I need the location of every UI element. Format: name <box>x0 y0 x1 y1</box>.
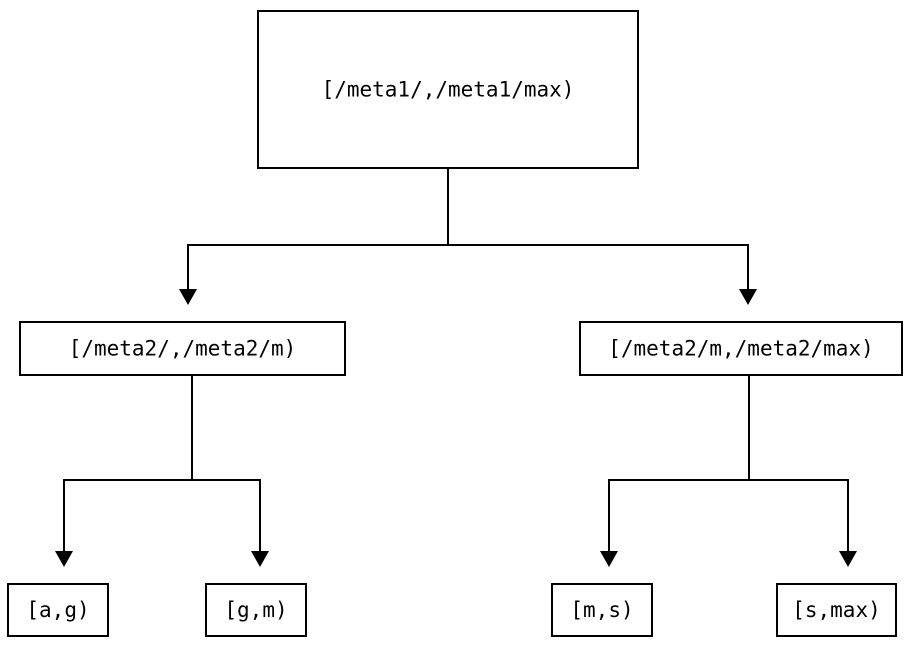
edge-midright-leaf-ms-arrowhead-icon <box>600 551 618 567</box>
edge-root-mid-left-arrowhead-icon <box>179 289 197 305</box>
node-root-box[interactable] <box>256 9 640 170</box>
edge-midright-leaf-ms-path <box>607 375 751 551</box>
node-mid-right-label: [/meta2/m,/meta2/max) <box>608 337 874 361</box>
edge-midleft-leaf-gm-path <box>190 375 262 551</box>
node-leaf-m-s-label: [m,s) <box>570 598 633 622</box>
edge-midright-leaf-smax-arrowhead-icon <box>839 551 857 567</box>
edge-root-mid-right-arrowhead-icon <box>739 289 757 305</box>
edge-midright-leaf-smax-path <box>747 375 850 551</box>
edge-midleft-leaf-gm <box>190 375 269 567</box>
node-leaf-a-g-box[interactable] <box>6 582 110 638</box>
node-leaf-a-g-label: [a,g) <box>26 598 89 622</box>
node-leaf-g-m[interactable]: [g,m) <box>204 582 308 638</box>
edge-root-mid-right-path <box>446 168 750 289</box>
edge-root-mid-left <box>179 168 450 305</box>
node-mid-left-label: [/meta2/,/meta2/m) <box>69 337 297 361</box>
node-leaf-s-max-label: [s,max) <box>792 598 881 622</box>
edge-root-mid-right <box>446 168 757 305</box>
edge-midleft-leaf-ag <box>55 375 194 567</box>
edge-midleft-leaf-gm-arrowhead-icon <box>251 551 269 567</box>
node-root-label: [/meta1/,/meta1/max) <box>322 78 575 102</box>
edge-midright-leaf-smax <box>747 375 857 567</box>
node-mid-right-box[interactable] <box>578 320 904 377</box>
node-leaf-s-max[interactable]: [s,max) <box>775 582 898 638</box>
node-leaf-m-s[interactable]: [m,s) <box>550 582 654 638</box>
node-root[interactable]: [/meta1/,/meta1/max) <box>256 9 640 170</box>
edge-midleft-leaf-ag-path <box>62 375 194 551</box>
edge-root-mid-left-path <box>186 168 450 289</box>
edge-midright-leaf-ms <box>600 375 751 567</box>
node-leaf-a-g[interactable]: [a,g) <box>6 582 110 638</box>
edge-midleft-leaf-ag-arrowhead-icon <box>55 551 73 567</box>
node-leaf-m-s-box[interactable] <box>550 582 654 638</box>
node-mid-right[interactable]: [/meta2/m,/meta2/max) <box>578 320 904 377</box>
node-leaf-g-m-label: [g,m) <box>224 598 287 622</box>
node-mid-left-box[interactable] <box>18 320 347 377</box>
node-leaf-s-max-box[interactable] <box>775 582 898 638</box>
node-mid-left[interactable]: [/meta2/,/meta2/m) <box>18 320 347 377</box>
node-leaf-g-m-box[interactable] <box>204 582 308 638</box>
